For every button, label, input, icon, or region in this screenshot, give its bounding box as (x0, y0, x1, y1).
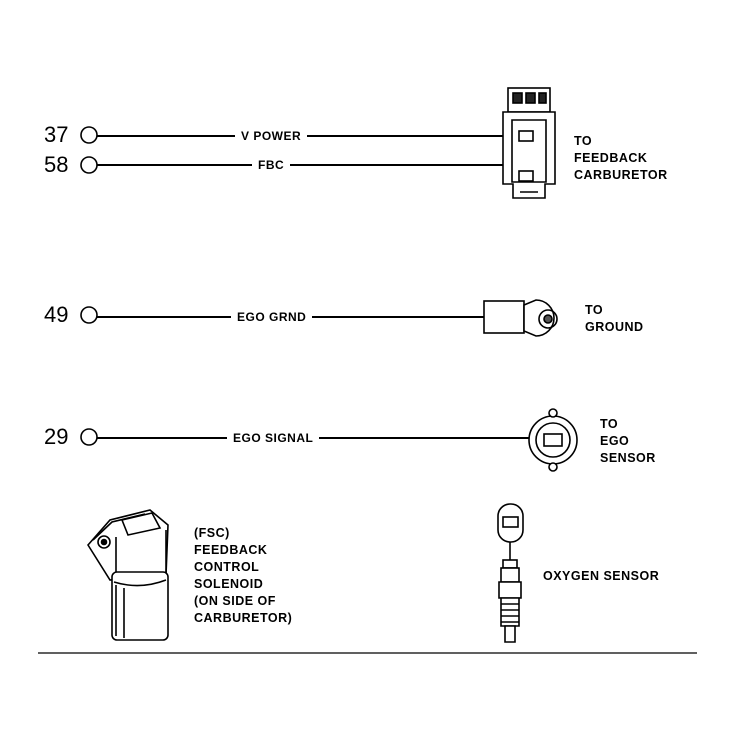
pin-number: 58 (44, 152, 69, 177)
solenoid-caption: (FSC) FEEDBACK CONTROL SOLENOID (ON SIDE… (194, 526, 293, 625)
pin-37-terminal (80, 126, 98, 144)
solenoid-illustration (87, 509, 169, 641)
pin-number: 37 (44, 122, 69, 147)
pin-58-terminal (80, 156, 98, 174)
ground-eyelet-connector (483, 299, 558, 337)
ego-sensor-connector (528, 408, 578, 472)
pin-number: 29 (44, 424, 69, 449)
pin-number: 49 (44, 302, 69, 327)
pin-29-terminal (80, 428, 98, 446)
carburetor-destination-label: TO FEEDBACK CARBURETOR (574, 134, 668, 182)
wire-label: V POWER (235, 129, 308, 143)
wire-label: EGO SIGNAL (227, 431, 320, 445)
pin-49-terminal (80, 306, 98, 324)
oxygen-sensor-illustration (497, 503, 524, 643)
carburetor-connector (502, 87, 556, 199)
wire-label: EGO GRND (231, 310, 313, 324)
oxygen-sensor-caption: OXYGEN SENSOR (543, 569, 660, 583)
ground-destination-label: TO GROUND (585, 303, 644, 334)
ego-sensor-destination-label: TO EGO SENSOR (600, 417, 656, 465)
wire-label: FBC (252, 158, 291, 172)
